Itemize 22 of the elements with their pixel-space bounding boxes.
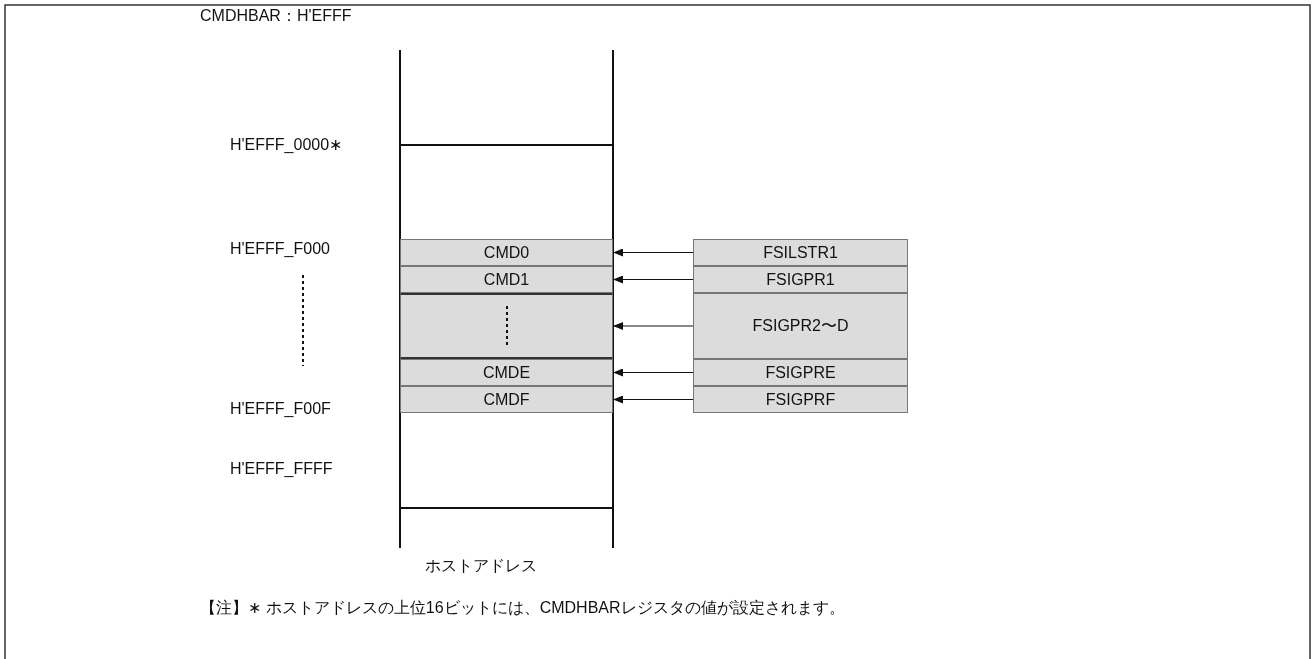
note-text: 【注】∗ ホストアドレスの上位16ビットには、CMDHBARレジスタの値が設定されます。	[200, 598, 845, 618]
address-label: H'EFFF_F00F	[230, 400, 331, 418]
address-label: H'EFFF_FFFF	[230, 460, 333, 478]
address-label: H'EFFF_0000∗	[230, 135, 343, 154]
arrow	[612, 275, 694, 284]
memory-cell: CMDF	[400, 386, 613, 413]
register-box: FSILSTR1	[693, 239, 908, 266]
arrow	[612, 368, 694, 377]
register-box: FSIGPRF	[693, 386, 908, 413]
arrow	[612, 395, 694, 404]
arrow	[612, 248, 694, 257]
memory-cell: CMD1	[400, 266, 613, 293]
register-box: FSIGPR2〜D	[693, 293, 908, 359]
address-label: H'EFFF_F000	[230, 240, 330, 258]
register-box: FSIGPR1	[693, 266, 908, 293]
axis-caption: ホストアドレス	[425, 556, 537, 576]
memory-cell	[400, 293, 613, 359]
memory-cell: CMDE	[400, 359, 613, 386]
arrow	[612, 322, 694, 330]
memory-cell: CMD0	[400, 239, 613, 266]
register-label: CMDHBAR：H'EFFF	[200, 6, 352, 26]
register-box: FSIGPRE	[693, 359, 908, 386]
